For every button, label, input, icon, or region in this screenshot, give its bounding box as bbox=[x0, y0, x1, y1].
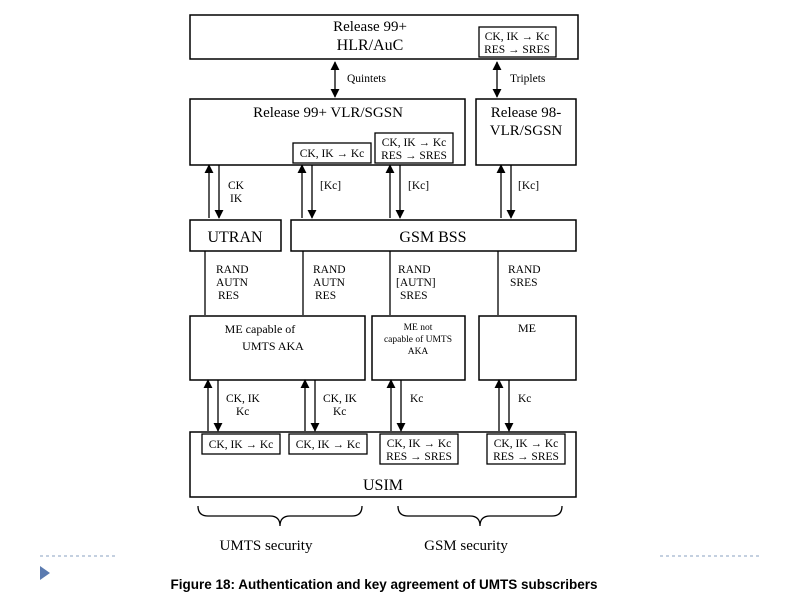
gsm-security-brace bbox=[397, 505, 563, 527]
usim-conversion-box-3 bbox=[379, 433, 459, 465]
usim-link-1-ckik: CK, IK bbox=[226, 393, 261, 405]
me-not-line2: capable of UMTS bbox=[384, 334, 452, 345]
usim-link-4-kc: Kc bbox=[518, 393, 531, 405]
hlr-title-line1: Release 99+ bbox=[333, 19, 407, 35]
link-kc-label-1: [Kc] bbox=[320, 180, 341, 192]
triangle-bullet-icon bbox=[40, 566, 50, 580]
umts-security-label: UMTS security bbox=[220, 538, 313, 554]
usim-box: CK, IK → Kc CK, IK → Kc CK, IK → Kc RES … bbox=[189, 431, 577, 498]
hlr-auc-box: Release 99+ HLR/AuC CK, IK → Kc RES → SR… bbox=[189, 14, 579, 60]
usim-link-3-kc: Kc bbox=[410, 393, 423, 405]
radio-3-rand: RAND bbox=[398, 264, 431, 276]
triplets-label: Triplets bbox=[510, 73, 546, 85]
me-not-umts-capable-box: ME not capable of UMTS AKA bbox=[371, 315, 466, 381]
usim-conversion-3-line2: RES → SRES bbox=[386, 451, 452, 463]
usim-conversion-2: CK, IK → Kc bbox=[296, 439, 361, 451]
me-label: ME bbox=[518, 321, 536, 335]
utran-box: UTRAN bbox=[189, 219, 282, 252]
radio-1-rand: RAND bbox=[216, 264, 249, 276]
vlr-conversion-2-line2: RES → SRES bbox=[381, 150, 447, 162]
vlr-conversion-box-1 bbox=[292, 142, 372, 164]
radio-4-rand: RAND bbox=[508, 264, 541, 276]
vlr-98-title-line1: Release 98- bbox=[491, 105, 561, 121]
vlr-sgsn-99-box: Release 99+ VLR/SGSN CK, IK → Kc CK, IK … bbox=[189, 98, 466, 166]
radio-3-sres: SRES bbox=[400, 290, 428, 302]
radio-1-res: RES bbox=[218, 290, 239, 302]
usim-conversion-4-line1: CK, IK → Kc bbox=[494, 438, 559, 450]
utran-label: UTRAN bbox=[207, 229, 263, 246]
me-umts-line1: ME capable of bbox=[225, 322, 296, 336]
vlr-98-title-line2: VLR/SGSN bbox=[490, 123, 563, 139]
usim-conversion-4-line2: RES → SRES bbox=[493, 451, 559, 463]
usim-conversion-box-2 bbox=[288, 433, 368, 455]
usim-conversion-1: CK, IK → Kc bbox=[209, 439, 274, 451]
me-not-line3: AKA bbox=[408, 347, 429, 357]
radio-links: RAND AUTN RES RAND AUTN RES RAND [AUTN] … bbox=[204, 251, 541, 315]
link-kc-label-3: [Kc] bbox=[518, 180, 539, 192]
me-box: ME bbox=[478, 315, 577, 381]
usim-label: USIM bbox=[363, 477, 403, 494]
radio-3-autn: [AUTN] bbox=[396, 277, 436, 289]
usim-link-2-kc: Kc bbox=[333, 406, 346, 418]
radio-2-autn: AUTN bbox=[313, 277, 346, 289]
link-ik-label: IK bbox=[230, 193, 243, 205]
usim-conversion-box-1 bbox=[201, 433, 281, 455]
radio-4-sres: SRES bbox=[510, 277, 538, 289]
gsm-bss-label: GSM BSS bbox=[399, 229, 466, 246]
radio-1-autn: AUTN bbox=[216, 277, 249, 289]
vlr-conversion-2-line1: CK, IK → Kc bbox=[382, 137, 447, 149]
radio-2-res: RES bbox=[315, 290, 336, 302]
gsm-security-label: GSM security bbox=[424, 538, 508, 554]
vlr-99-title: Release 99+ VLR/SGSN bbox=[253, 105, 403, 121]
vlr-conversion-box-2 bbox=[374, 132, 454, 164]
me-umts-capable-box: ME capable of UMTS AKA bbox=[189, 315, 366, 381]
hlr-conversion-line1: CK, IK → Kc bbox=[485, 31, 550, 43]
gsm-bss-box: GSM BSS bbox=[290, 219, 577, 252]
link-ck-label: CK bbox=[228, 180, 245, 192]
vlr-conversion-1: CK, IK → Kc bbox=[300, 148, 365, 160]
hlr-conversion-line2: RES → SRES bbox=[484, 44, 550, 56]
vlr-sgsn-98-box: Release 98- VLR/SGSN bbox=[475, 98, 577, 166]
quintets-label: Quintets bbox=[347, 73, 386, 85]
radio-2-rand: RAND bbox=[313, 264, 346, 276]
figure-caption: Figure 18: Authentication and key agreem… bbox=[170, 577, 597, 592]
usim-link-1-kc: Kc bbox=[236, 406, 249, 418]
me-umts-line2: UMTS AKA bbox=[242, 339, 304, 353]
usim-conversion-3-line1: CK, IK → Kc bbox=[387, 438, 452, 450]
hlr-conversion-box bbox=[478, 26, 557, 58]
link-kc-label-2: [Kc] bbox=[408, 180, 429, 192]
hlr-title-line2: HLR/AuC bbox=[337, 37, 404, 54]
vlr-access-links: CK IK [Kc] [Kc] [Kc] bbox=[204, 164, 539, 219]
me-not-line1: ME not bbox=[404, 323, 433, 333]
me-usim-links: CK, IK Kc CK, IK Kc Kc Kc bbox=[203, 379, 531, 432]
usim-conversion-box-4 bbox=[486, 433, 566, 465]
usim-link-2-ckik: CK, IK bbox=[323, 393, 358, 405]
umts-security-brace bbox=[197, 505, 363, 527]
